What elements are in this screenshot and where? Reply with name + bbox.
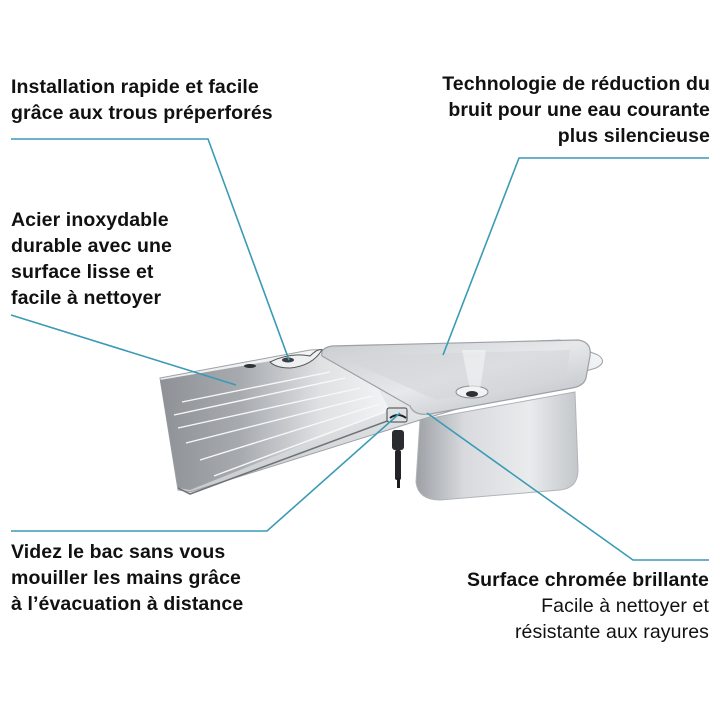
leader-noise [442,157,709,356]
drainboard [160,354,391,495]
callout-subline: résistante aux rayures [514,621,709,643]
callout-line: surface lisse et [11,261,154,283]
leader-chrome [426,412,709,561]
callout-stainless-steel: Acier inoxydable durable avec une surfac… [11,207,172,311]
tap-hole [244,349,323,369]
callout-line: facile à nettoyer [11,287,162,309]
callout-quick-install: Installation rapide et facile grâce aux … [11,74,273,126]
callout-line: durable avec une [11,235,172,257]
callout-line: grâce aux trous préperforés [11,102,273,124]
callout-line: plus silencieuse [557,125,710,147]
callout-line: Technologie de réduction du [442,73,710,95]
basin-body [415,391,579,501]
callout-line: Installation rapide et facile [11,76,259,98]
callout-noise-reduction: Technologie de réduction du bruit pour u… [442,71,710,149]
callout-title: Surface chromée brillante [466,569,709,591]
leader-steel [10,314,237,386]
basin-bowl [321,339,591,415]
remote-drain [386,407,408,488]
callout-subline: Facile à nettoyer et [541,595,709,617]
leader-drain [11,412,401,532]
callout-line: bruit pour une eau courante [448,99,710,121]
callout-chrome-surface: Surface chromée brillante Facile à netto… [467,567,709,645]
callout-line: à l’évacuation à distance [11,593,244,615]
leader-install [11,138,290,361]
callout-line: mouiller les mains grâce [11,567,242,589]
callout-line: Videz le bac sans vous [11,541,226,563]
callout-remote-drain: Videz le bac sans vous mouiller les main… [11,539,243,617]
leader-lines [10,138,709,561]
callout-line: Acier inoxydable [11,209,169,231]
